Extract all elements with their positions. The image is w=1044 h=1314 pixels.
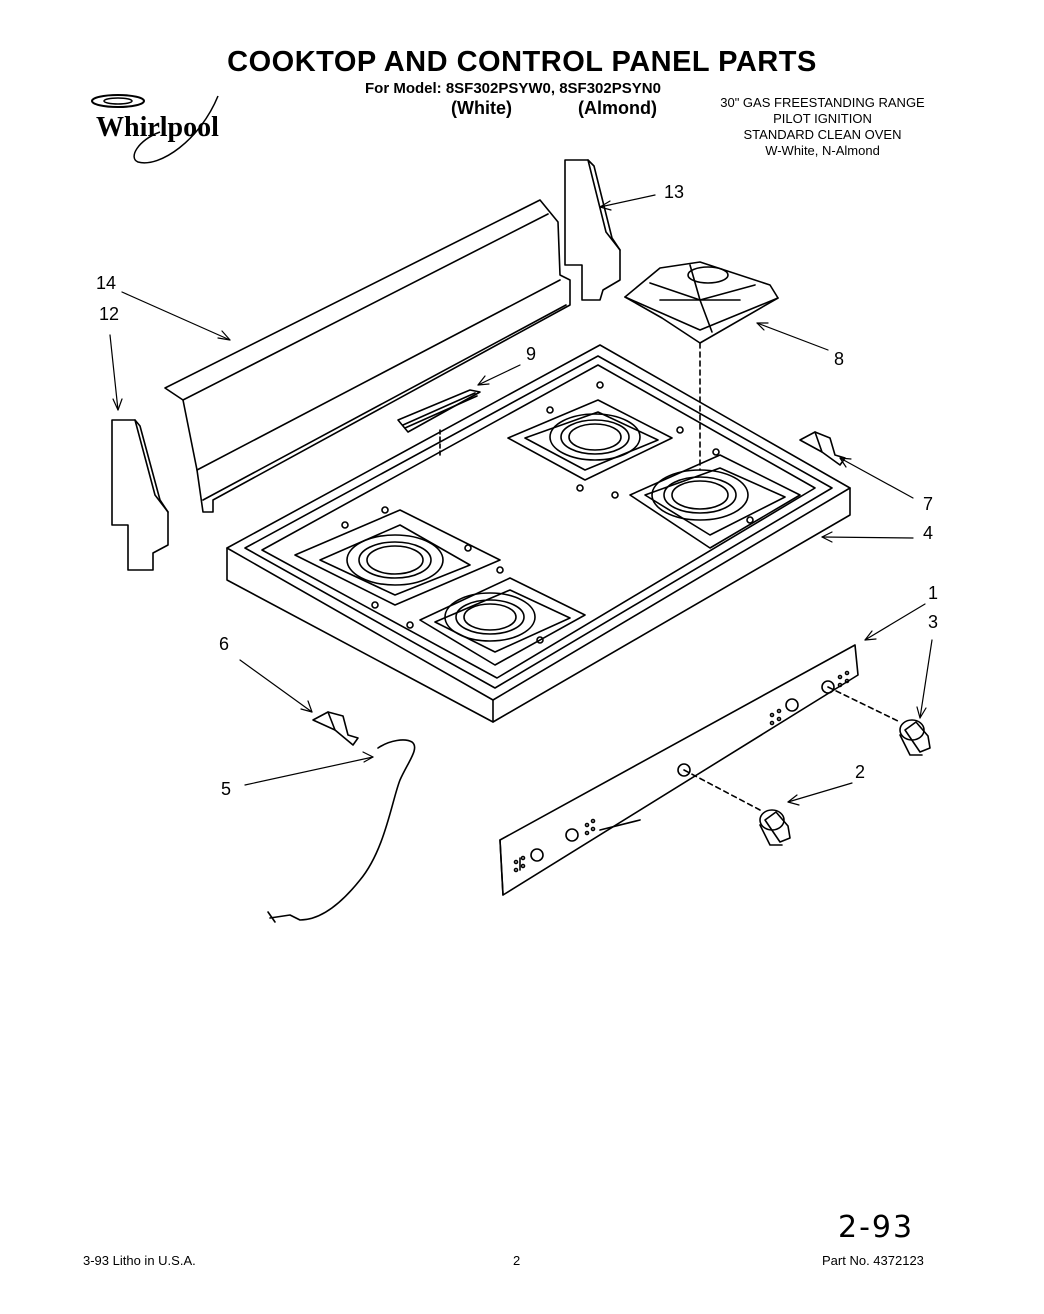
part-4-cooktop [226, 344, 851, 723]
callout-1: 1 [928, 583, 939, 603]
callout-6: 6 [219, 634, 230, 654]
callout-13: 13 [664, 182, 685, 202]
litho-note: 3-93 Litho in U.S.A. [83, 1253, 196, 1268]
part-8-grate [624, 261, 779, 344]
callout-3: 3 [928, 612, 939, 632]
description-line-4: W-White, N-Almond [765, 143, 880, 158]
handwritten-date: 2-93 [838, 1210, 915, 1245]
part-3-knob [899, 719, 931, 756]
part-6-bracket [312, 711, 359, 746]
part-5-tube [267, 739, 416, 923]
white-label: (White) [451, 98, 512, 118]
callout-4: 4 [923, 523, 934, 543]
part-14-backguard [164, 199, 571, 513]
model-line: For Model: 8SF302PSYW0, 8SF302PSYN0 [365, 80, 661, 97]
part-1-control-panel [499, 644, 859, 896]
callout-8: 8 [834, 349, 845, 369]
callout-9: 9 [526, 344, 537, 364]
part-12-end-cap [111, 419, 169, 571]
description-line-3: STANDARD CLEAN OVEN [743, 127, 902, 142]
part-number: Part No. 4372123 [822, 1253, 924, 1268]
page-number: 2 [513, 1253, 521, 1268]
callout-7: 7 [923, 494, 934, 514]
almond-label: (Almond) [578, 98, 657, 118]
part-7-bracket [799, 431, 846, 466]
page-title: COOKTOP AND CONTROL PANEL PARTS [227, 46, 817, 78]
part-2-knob [759, 809, 791, 846]
callout-12: 12 [99, 304, 120, 324]
callout-14: 14 [96, 273, 117, 293]
whirlpool-logo: Whirlpool [96, 112, 219, 143]
callout-5: 5 [221, 779, 232, 799]
description-line-2: PILOT IGNITION [773, 111, 872, 126]
part-13-end-cap [564, 159, 621, 301]
description-line-1: 30" GAS FREESTANDING RANGE [720, 95, 925, 110]
callout-2: 2 [855, 762, 866, 782]
part-9-vent [397, 389, 481, 459]
callout-arrows [109, 194, 933, 806]
